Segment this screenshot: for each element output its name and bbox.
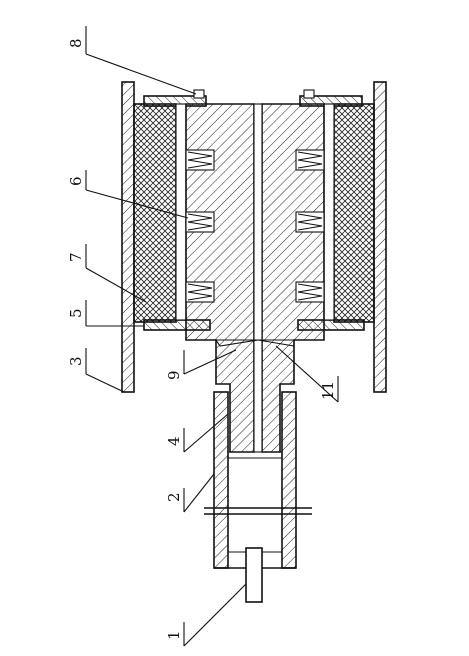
plunger-armature [185, 103, 325, 453]
end-plates [143, 89, 365, 331]
callout-6: 6 [67, 176, 85, 186]
callout-1: 1 [165, 630, 183, 640]
leader-lines [85, 26, 339, 647]
cone-tip [214, 339, 295, 347]
callout-labels: 8 6 7 5 3 9 4 2 1 11 [67, 38, 337, 640]
callout-8: 8 [67, 38, 85, 48]
callout-3: 3 [67, 356, 85, 366]
callout-5: 5 [67, 308, 85, 318]
end-cap-knob [245, 547, 263, 603]
callout-2: 2 [165, 492, 183, 502]
callout-9: 9 [165, 370, 183, 380]
outer-frame [121, 81, 387, 393]
cylinder-tube [204, 391, 312, 569]
compression-springs [185, 149, 325, 303]
callout-4: 4 [165, 436, 183, 446]
callout-7: 7 [67, 252, 85, 262]
callout-11: 11 [319, 381, 337, 400]
